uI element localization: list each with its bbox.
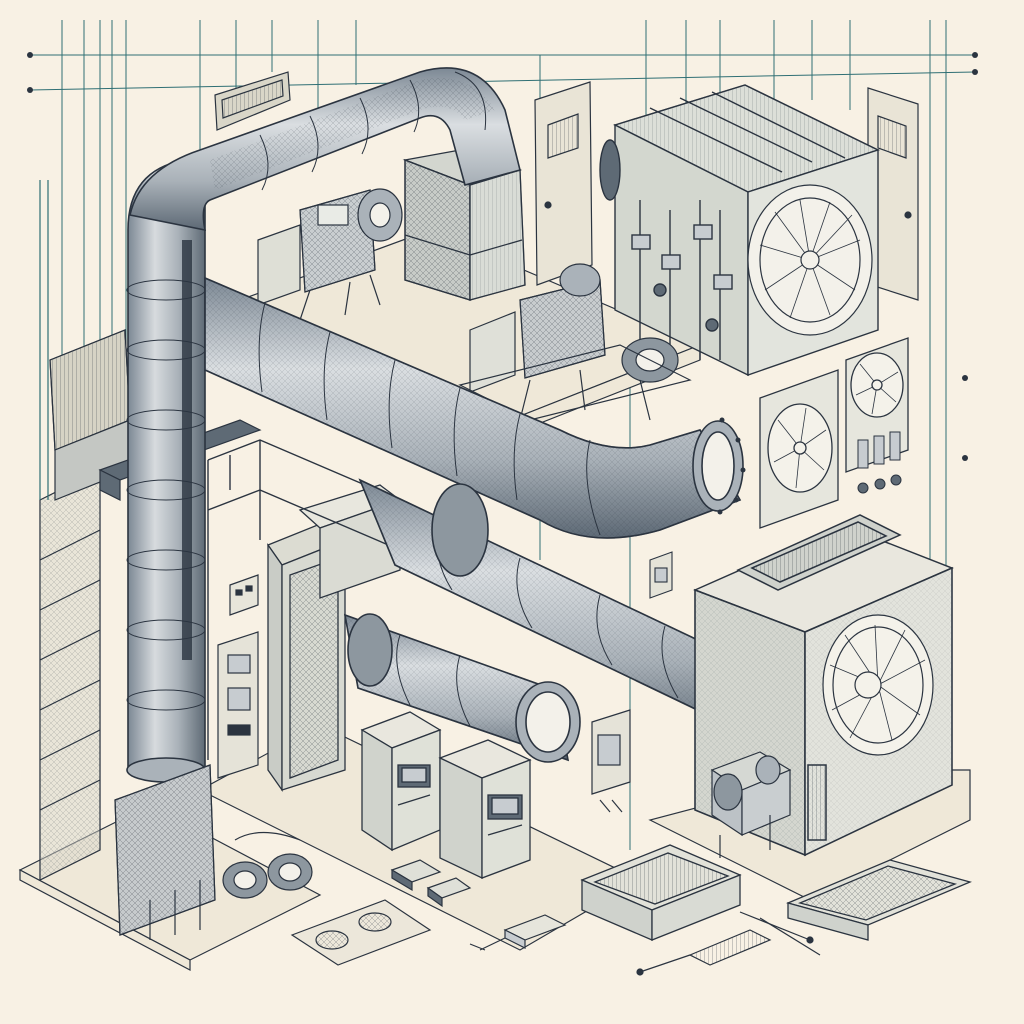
flange-studs (717, 417, 746, 515)
wall-control-box-mid (591, 709, 631, 813)
left-shaft (39, 180, 101, 881)
wire-end-dots (27, 52, 978, 461)
floor-control-modules (390, 859, 472, 908)
control-cabinet-left (360, 711, 442, 852)
vertical-riser-duct (126, 157, 206, 783)
rooftop-piping (631, 200, 733, 360)
long-horizontal-duct (204, 276, 746, 539)
duct-mesh (210, 78, 495, 190)
vertical-air-handler (402, 149, 526, 301)
fan-icon (747, 184, 873, 336)
pump-assembly-bottom (114, 764, 313, 940)
ceiling-vent-panel (214, 71, 291, 131)
control-cabinet-right (438, 739, 532, 880)
wall-control-panel (217, 631, 259, 779)
filter-rod-assembly (636, 911, 821, 976)
compressor-assembly-right (710, 751, 792, 858)
fan-blades (759, 199, 861, 319)
wall-fan-unit-right (845, 337, 909, 494)
overhead-bent-duct (129, 67, 521, 232)
wall-switch-panel (229, 574, 259, 616)
valve-cluster (857, 431, 902, 494)
compressor-assembly-top (257, 188, 403, 321)
fan-icon (822, 614, 934, 756)
floor-filter-grille (580, 844, 742, 941)
wall-fan-unit-left (759, 369, 839, 529)
door-left (534, 81, 593, 286)
wall-thermostat (649, 551, 673, 599)
small-control-box (469, 914, 567, 951)
frame-scaffold (207, 439, 401, 760)
small-front-duct (343, 613, 581, 763)
loose-filter-panel (786, 859, 972, 941)
compressor-assembly-center (458, 263, 692, 421)
door-right (867, 87, 919, 301)
floor-register (290, 899, 432, 966)
ceiling-vent-box-left (49, 329, 131, 501)
